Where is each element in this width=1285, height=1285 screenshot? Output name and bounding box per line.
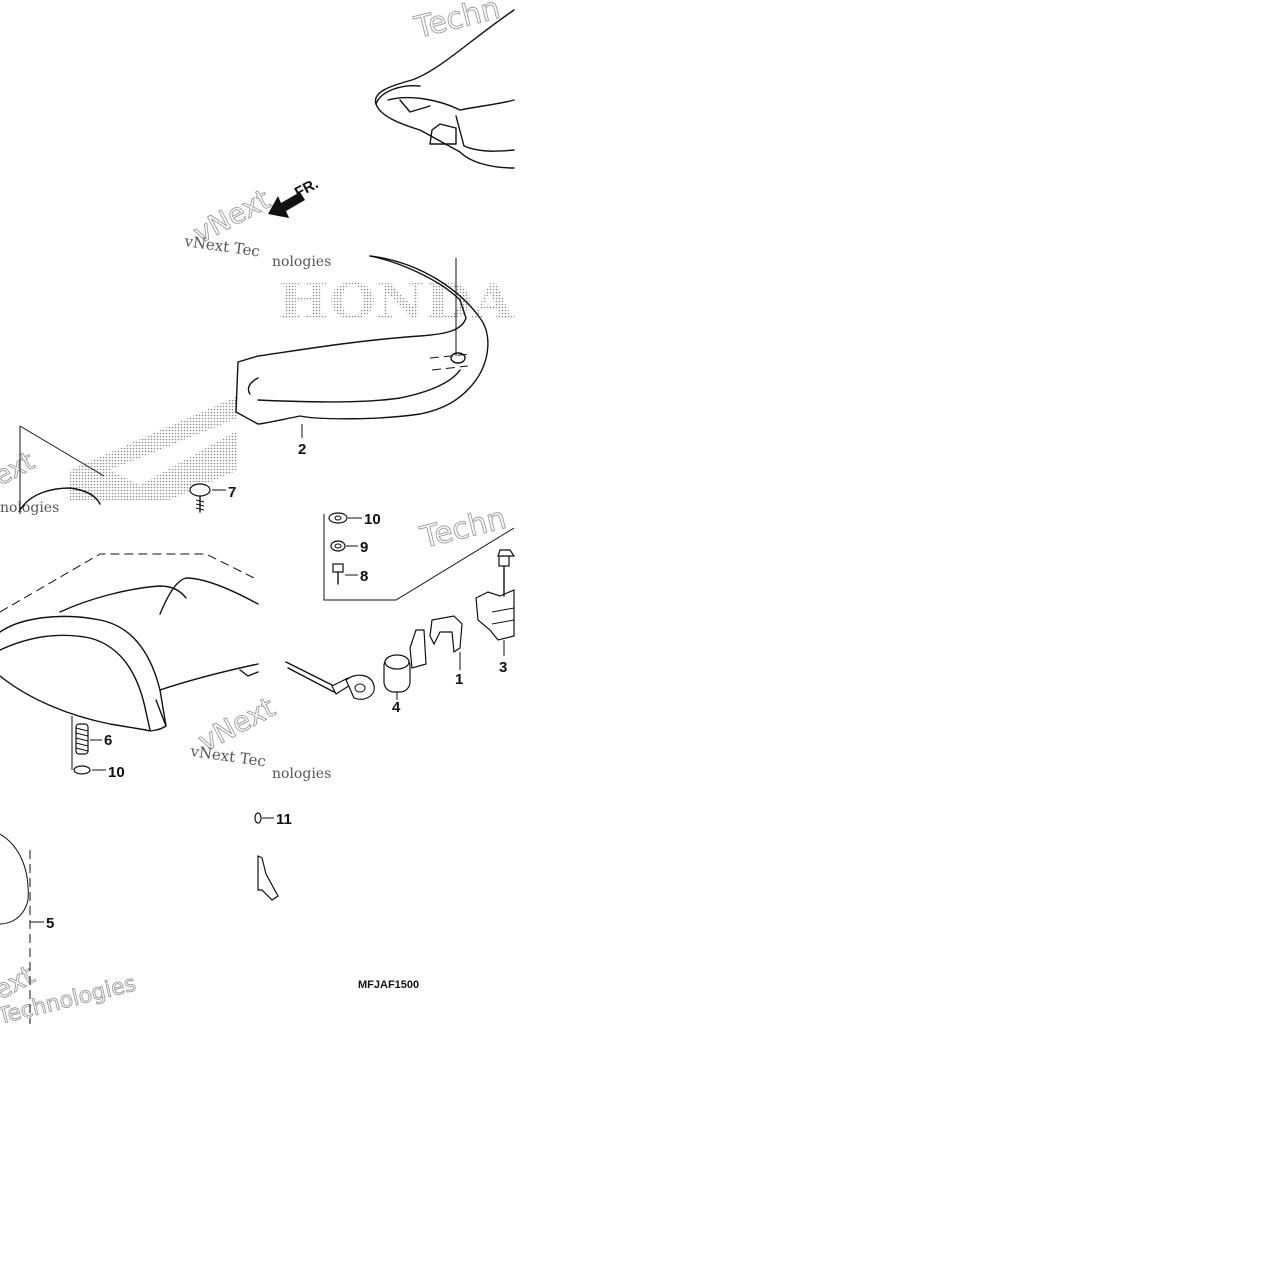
watermark-techn-mid: Techn bbox=[416, 501, 509, 556]
callout-1: 1 bbox=[455, 671, 463, 688]
watermark-nologies-2: nologies bbox=[0, 500, 59, 516]
callout-9: 9 bbox=[360, 539, 368, 556]
diagram-code: MFJAF1500 bbox=[358, 979, 419, 991]
pillion-seat-illustration bbox=[0, 553, 259, 1024]
callout-6: 6 bbox=[104, 732, 112, 749]
front-seat-nose-illustration bbox=[374, 9, 515, 169]
callout-10-bottom: 10 bbox=[108, 764, 125, 781]
watermark-nologies-3: nologies bbox=[272, 766, 331, 782]
blank-area-bottom bbox=[0, 1032, 516, 1285]
watermark-vnext-tec-2: vNext Tec bbox=[188, 742, 267, 771]
front-direction-indicator: FR. bbox=[268, 175, 321, 218]
watermark-nologies-1: nologies bbox=[272, 254, 331, 270]
callout-2: 2 bbox=[298, 441, 306, 458]
callout-4: 4 bbox=[392, 699, 401, 716]
callout-labels: 1 2 3 4 5 6 7 8 9 10 10 11 bbox=[46, 424, 507, 932]
lower-fragment-illustration bbox=[254, 812, 279, 901]
watermark-techn-top: Techn bbox=[410, 0, 503, 46]
assembly-box-right bbox=[323, 514, 515, 601]
blank-area-right bbox=[516, 0, 1285, 1285]
callout-10-top: 10 bbox=[364, 511, 381, 528]
callout-11: 11 bbox=[276, 811, 292, 828]
callout-8: 8 bbox=[360, 568, 368, 585]
rider-seat-illustration bbox=[235, 255, 489, 425]
brand-honda-watermark: HONDA bbox=[278, 274, 515, 330]
callout-5: 5 bbox=[46, 915, 54, 932]
fastener-stack-illustration bbox=[328, 512, 362, 585]
callout-3: 3 bbox=[499, 659, 507, 676]
seat-lock-assembly-illustration bbox=[285, 549, 516, 700]
front-arrow-icon bbox=[268, 192, 305, 218]
bolt-7-illustration bbox=[189, 483, 226, 513]
watermark-vnext-tec-1: vNext Tec bbox=[182, 232, 261, 261]
spring-6-illustration bbox=[73, 723, 106, 775]
callout-7: 7 bbox=[228, 484, 236, 501]
assembly-box-left bbox=[19, 425, 105, 514]
grab-rail-fragment bbox=[19, 487, 101, 511]
wing-watermark-shape bbox=[70, 396, 238, 500]
